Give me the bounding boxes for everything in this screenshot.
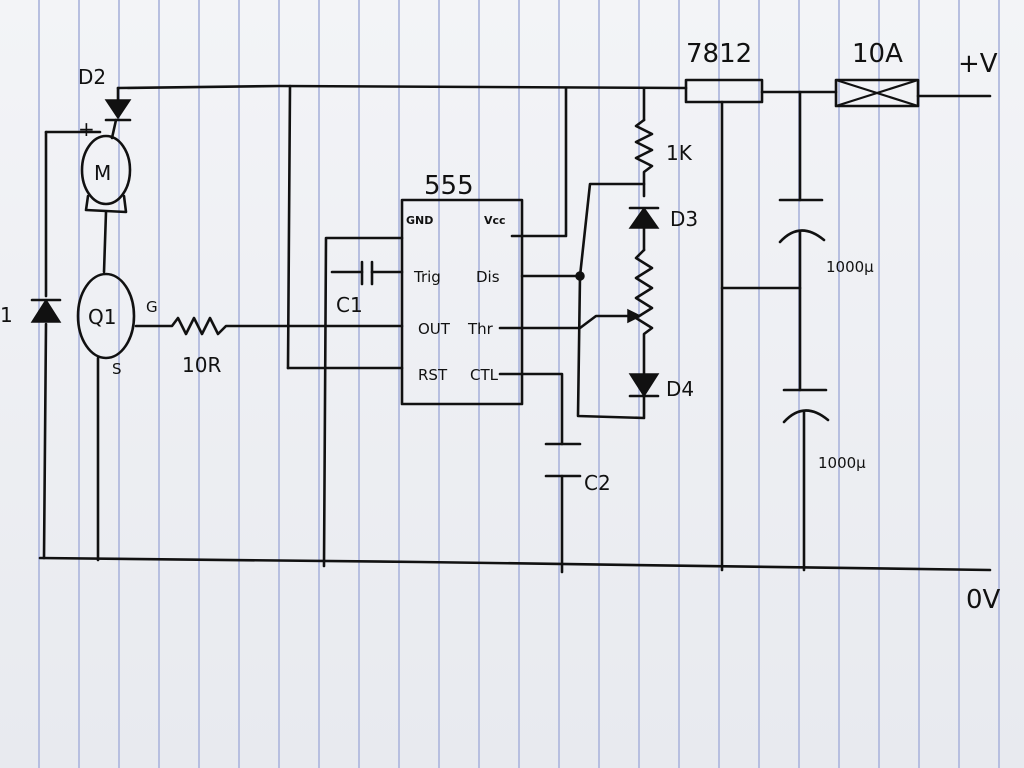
mosfet-label: Q1 xyxy=(88,305,116,329)
mosfet-source-label: S xyxy=(112,360,122,378)
fuse-10a xyxy=(834,78,920,108)
pin-rst-label: RST xyxy=(418,366,448,384)
diode-d4 xyxy=(576,274,660,420)
freewheel-diode-wire xyxy=(42,130,48,560)
capacitor-1000u-top xyxy=(778,90,826,392)
d3-label: D3 xyxy=(670,207,698,231)
pin-vcc-label: Vcc xyxy=(484,214,506,227)
ground-rail xyxy=(38,556,992,572)
dis-to-d3-wire xyxy=(578,182,646,278)
resistor-1k xyxy=(634,118,654,198)
c1-label: C1 xyxy=(336,293,363,317)
gate-resistor-label: 10R xyxy=(182,353,221,377)
potentiometer-wiper xyxy=(578,314,630,330)
gate-resistor-10r xyxy=(134,316,404,336)
capacitor-1000u-bottom xyxy=(782,388,830,572)
regulator-label: 7812 xyxy=(686,39,752,69)
pin-ctl-label: CTL xyxy=(470,366,499,384)
mosfet-q1 xyxy=(76,272,136,562)
pin-out-label: OUT xyxy=(418,320,451,338)
timer-555-body xyxy=(400,198,524,406)
vcc-wire xyxy=(510,86,568,238)
cap-bottom-label: 1000µ xyxy=(818,454,866,472)
timer-555-label: 555 xyxy=(424,171,474,201)
d4-label: D4 xyxy=(666,377,694,401)
gnd-wire xyxy=(322,236,404,568)
ground-label: 0V xyxy=(966,585,1001,615)
fuse-label: 10A xyxy=(852,39,903,69)
diode-d2 xyxy=(104,86,132,140)
potentiometer xyxy=(634,248,654,376)
wiper-arrow-icon xyxy=(627,308,642,324)
regulator-7812 xyxy=(684,78,764,572)
mosfet-gate-label: G xyxy=(146,298,158,316)
motor-m xyxy=(80,134,132,274)
capacitor-c2 xyxy=(544,442,582,574)
pin-thr-label: Thr xyxy=(467,320,494,338)
motor-plus-label: + xyxy=(78,117,95,141)
diode-d1 xyxy=(30,298,62,323)
positive-supply-label: +V xyxy=(958,49,998,79)
motor-label: M xyxy=(94,161,111,185)
reset-feed xyxy=(286,84,292,370)
resistor-1k-label: 1K xyxy=(666,141,693,165)
c2-label: C2 xyxy=(584,471,611,495)
capacitor-c1 xyxy=(330,260,404,286)
d2-label: D2 xyxy=(78,65,106,89)
cap-top-label: 1000µ xyxy=(826,258,874,276)
ctl-wire xyxy=(498,372,564,446)
pin-gnd-label: GND xyxy=(406,214,433,227)
diode-d3 xyxy=(628,206,660,252)
pin-trig-label: Trig xyxy=(413,268,441,286)
edge-mark-label: 1 xyxy=(0,303,13,327)
pin-dis-label: Dis xyxy=(476,268,500,286)
